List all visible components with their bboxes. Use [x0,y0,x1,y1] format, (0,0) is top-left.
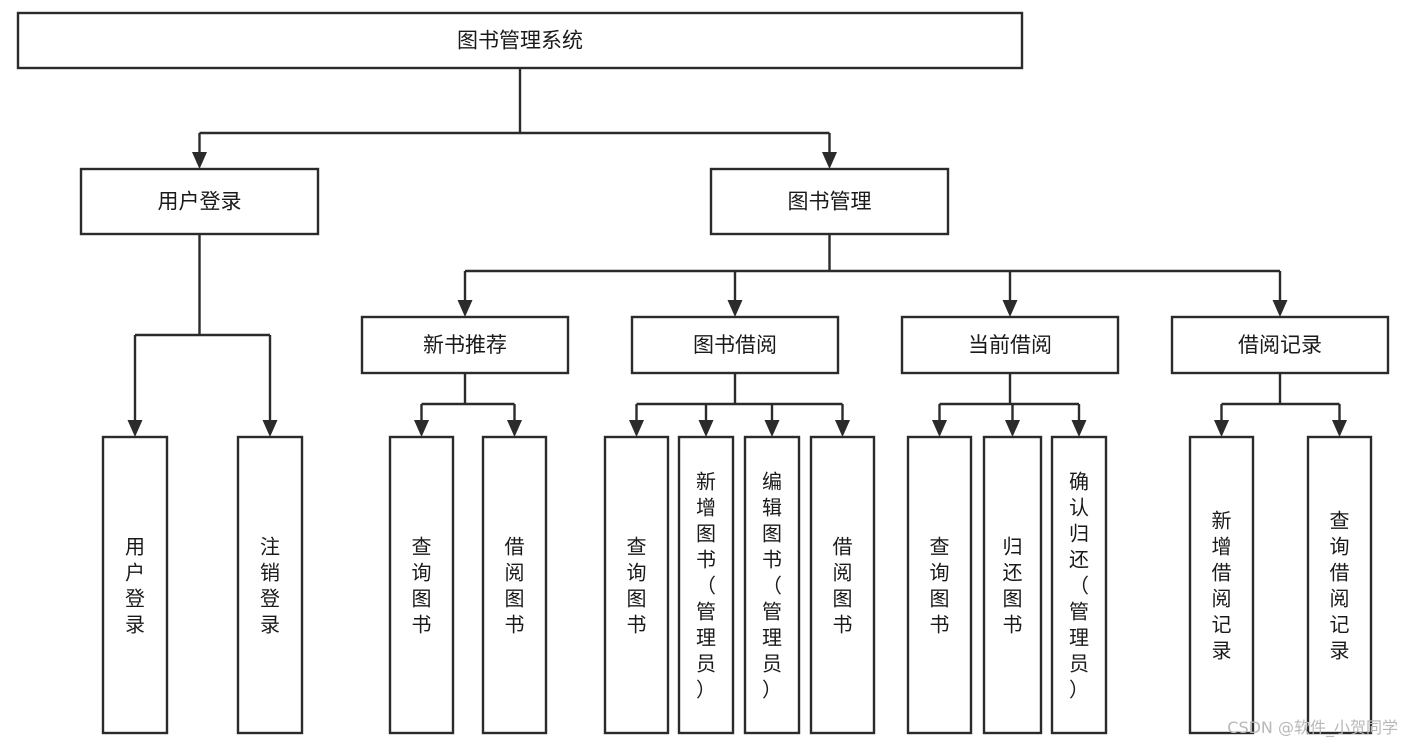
node-box-new-book-recommend [360,315,570,375]
node-box-user-login [79,167,320,236]
node-box-leaf-borrow-book [809,435,876,735]
node-box-book-manage [709,167,950,236]
node-label-leaf-user-login: 用户登录 [125,534,145,636]
arrow-user-login-to-leaf-user-login [127,420,143,437]
node-label-borrow-record: 借阅记录 [1238,333,1322,357]
arrow-root-to-book-manage [822,152,837,169]
node-book-manage[interactable]: 图书管理 [709,167,950,236]
node-box-leaf-edit-book [743,435,801,735]
node-box-leaf-confirm-return [1050,435,1108,735]
node-label-book-borrow: 图书借阅 [693,333,777,357]
node-leaf-edit-book[interactable]: 编辑图书（管理员） [743,435,801,735]
arrow-current-borrow-to-leaf-return-book [1005,420,1020,437]
node-box-leaf-return-book [982,435,1043,735]
arrow-current-borrow-to-leaf-query-book-cur [932,420,947,437]
node-leaf-user-login[interactable]: 用户登录 [101,435,169,735]
node-borrow-record[interactable]: 借阅记录 [1170,315,1390,375]
csdn-watermark: CSDN @软件_小贺同学 [1227,718,1398,738]
node-current-borrow[interactable]: 当前借阅 [900,315,1120,375]
node-label-new-book-recommend: 新书推荐 [423,333,507,357]
arrow-bookmanage-to-book-borrow [727,300,743,317]
node-box-leaf-user-login [101,435,169,735]
node-label-leaf-confirm-return: 确认归还（管理员） [1069,469,1089,701]
node-label-leaf-add-book: 新增图书（管理员） [696,469,716,701]
node-user-login[interactable]: 用户登录 [79,167,320,236]
node-box-current-borrow [900,315,1120,375]
node-label-book-manage: 图书管理 [788,190,872,214]
node-label-leaf-return-book: 归还图书 [1003,534,1023,636]
node-layer: 图书管理系统用户登录图书管理新书推荐图书借阅当前借阅借阅记录用户登录注销登录查询… [16,11,1390,735]
arrow-borrow-record-to-leaf-add-record [1214,420,1229,437]
node-leaf-return-book[interactable]: 归还图书 [982,435,1043,735]
node-leaf-query-book-rec[interactable]: 查询图书 [388,435,455,735]
node-label-current-borrow: 当前借阅 [968,333,1052,357]
node-book-borrow[interactable]: 图书借阅 [630,315,840,375]
node-box-leaf-query-book-borrow [603,435,670,735]
arrow-new-book-recommend-to-leaf-borrow-book-rec [507,420,522,437]
arrow-book-borrow-to-leaf-add-book [698,420,714,437]
node-label-leaf-borrow-book-rec: 借阅图书 [505,534,525,636]
arrow-current-borrow-to-leaf-confirm-return [1071,420,1087,437]
node-leaf-add-record[interactable]: 新增借阅记录 [1188,435,1255,735]
node-label-leaf-edit-book: 编辑图书（管理员） [762,469,782,701]
arrow-bookmanage-to-current-borrow [1002,300,1018,317]
node-label-leaf-query-book-cur: 查询图书 [930,534,950,636]
arrow-bookmanage-to-borrow-record [1272,300,1288,317]
node-box-book-borrow [630,315,840,375]
node-box-root [16,11,1024,70]
node-root[interactable]: 图书管理系统 [16,11,1024,70]
node-box-leaf-add-record [1188,435,1255,735]
node-label-root: 图书管理系统 [457,29,583,53]
node-label-user-login: 用户登录 [158,190,242,214]
node-label-leaf-query-book-rec: 查询图书 [412,534,432,636]
node-leaf-query-book-borrow[interactable]: 查询图书 [603,435,670,735]
arrow-borrow-record-to-leaf-query-record [1332,420,1347,437]
node-box-borrow-record [1170,315,1390,375]
arrow-book-borrow-to-leaf-edit-book [764,420,780,437]
node-leaf-borrow-book-rec[interactable]: 借阅图书 [481,435,548,735]
node-leaf-confirm-return[interactable]: 确认归还（管理员） [1050,435,1108,735]
node-leaf-query-book-cur[interactable]: 查询图书 [906,435,973,735]
node-leaf-add-book[interactable]: 新增图书（管理员） [677,435,735,735]
node-box-leaf-query-record [1306,435,1373,735]
node-label-leaf-user-logout: 注销登录 [260,534,280,636]
node-box-leaf-borrow-book-rec [481,435,548,735]
node-leaf-query-record[interactable]: 查询借阅记录 [1306,435,1373,735]
connector-layer [127,68,1347,437]
node-label-leaf-query-record: 查询借阅记录 [1330,508,1350,662]
arrow-book-borrow-to-leaf-borrow-book [835,420,850,437]
node-box-leaf-query-book-cur [906,435,973,735]
node-box-leaf-add-book [677,435,735,735]
node-box-leaf-user-logout [236,435,304,735]
node-leaf-borrow-book[interactable]: 借阅图书 [809,435,876,735]
node-leaf-user-logout[interactable]: 注销登录 [236,435,304,735]
arrow-new-book-recommend-to-leaf-query-book-rec [414,420,429,437]
node-label-leaf-borrow-book: 借阅图书 [833,534,853,636]
node-new-book-recommend[interactable]: 新书推荐 [360,315,570,375]
arrow-bookmanage-to-new-book-recommend [457,300,473,317]
node-label-leaf-query-book-borrow: 查询图书 [627,534,647,636]
node-box-leaf-query-book-rec [388,435,455,735]
arrow-user-login-to-leaf-user-logout [262,420,278,437]
arrow-root-to-user-login [192,152,207,169]
node-label-leaf-add-record: 新增借阅记录 [1212,508,1232,662]
arrow-book-borrow-to-leaf-query-book-borrow [629,420,644,437]
